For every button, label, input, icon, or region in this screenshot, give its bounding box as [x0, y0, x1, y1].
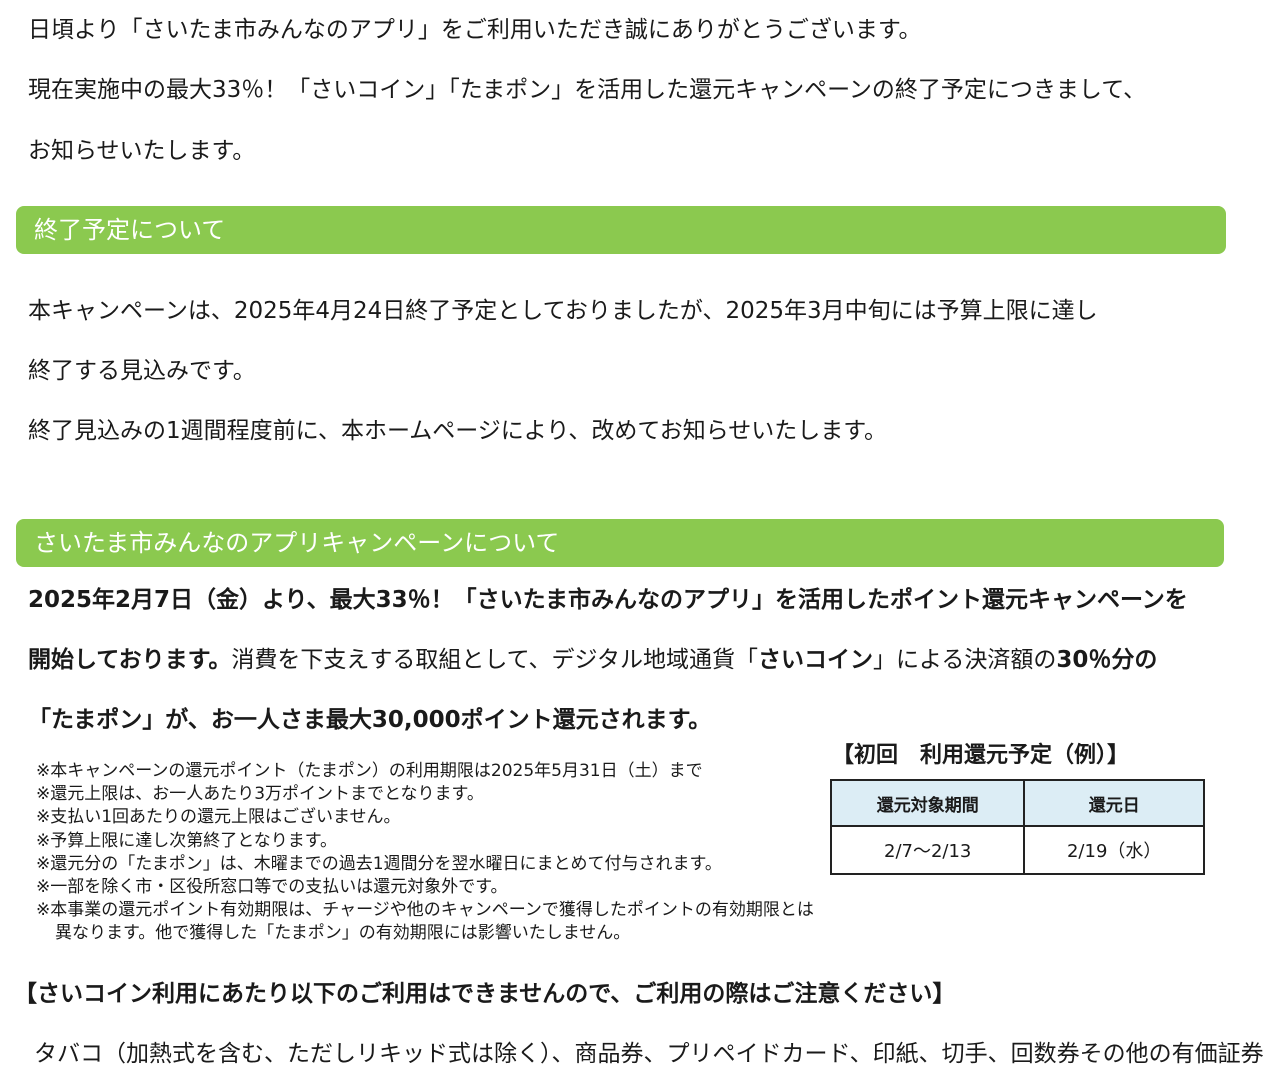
- note-item: ※本キャンペーンの還元ポイント（たまポン）の利用期限は2025年5月31日（土）…: [36, 761, 703, 781]
- campaign-line2-middle2: 」による決済額の: [873, 647, 1057, 673]
- note-item: ※予算上限に達し次第終了となります。: [36, 830, 338, 851]
- note-item: ※還元分の「たまポン」は、木曜までの過去1週間分を翌水曜日にまとめて付与されます…: [36, 853, 722, 874]
- schedule-table: 還元対象期間 還元日 2/7～2/13 2/19（水）: [829, 779, 1205, 875]
- campaign-notes: ※本キャンペーンの還元ポイント（たまポン）の利用期限は2025年5月31日（土）…: [36, 760, 814, 946]
- section-heading-campaign: さいたま市みんなのアプリキャンペーンについて: [16, 519, 1224, 567]
- intro-notice-line1: 現在実施中の最大33％！「さいコイン」「たまポン」を活用した還元キャンペーンの終…: [28, 77, 1147, 103]
- campaign-line2-middle: 消費を下支えする取組として、デジタル地域通貨「: [231, 647, 759, 673]
- cell-period: 2/7～2/13: [829, 825, 1026, 875]
- campaign-line2: 開始しております。消費を下支えする取組として、デジタル地域通貨「さいコイン」によ…: [28, 640, 1157, 674]
- table-row: 2/7～2/13 2/19（水）: [829, 825, 1205, 875]
- cell-return-date: 2/19（水）: [1023, 825, 1205, 875]
- note-item: ※本事業の還元ポイント有効期限は、チャージや他のキャンペーンで獲得したポイントの…: [36, 900, 814, 921]
- note-item: ※一部を除く市・区役所窓口等での支払いは還元対象外です。: [36, 877, 508, 898]
- restriction-title: 【さいコイン利用にあたり以下のご利用はできませんので、ご利用の際はご注意ください…: [14, 981, 956, 1007]
- note-item: ※支払い1回あたりの還元上限はございません。: [36, 807, 401, 828]
- intro-notice-line2: お知らせいたします。: [28, 138, 256, 164]
- header-return-date: 還元日: [1023, 779, 1205, 827]
- intro-greeting: 日頃より「さいたま市みんなのアプリ」をご利用いただき誠にありがとうございます。: [28, 17, 922, 43]
- note-item: 異なります。他で獲得した「たまポン」の有効期限には影響いたしません。: [55, 923, 631, 944]
- campaign-line2-coin: さいコイン: [758, 647, 874, 673]
- end-schedule-line2: 終了する見込みです。: [28, 358, 256, 384]
- campaign-line2-start: 開始しております。: [28, 647, 232, 673]
- table-header-row: 還元対象期間 還元日: [829, 779, 1205, 827]
- campaign-line2-percent: 30％分の: [1056, 647, 1158, 673]
- note-item: ※還元上限は、お一人あたり3万ポイントまでとなります。: [36, 784, 484, 805]
- restriction-items: タバコ（加熱式を含む、ただしリキッド式は除く）、商品券、プリペイドカード、印紙、…: [34, 1041, 1264, 1067]
- section-heading-end-schedule: 終了予定について: [16, 206, 1226, 254]
- campaign-line1: 2025年2月7日（金）より、最大33％！「さいたま市みんなのアプリ」を活用した…: [28, 587, 1188, 613]
- end-schedule-line1: 本キャンペーンは、2025年4月24日終了予定としておりましたが、2025年3月…: [28, 298, 1098, 324]
- header-period: 還元対象期間: [829, 779, 1026, 827]
- end-schedule-line3: 終了見込みの1週間程度前に、本ホームページにより、改めてお知らせいたします。: [28, 418, 887, 444]
- schedule-title: 【初回 利用還元予定（例）】: [832, 743, 1130, 768]
- campaign-line3: 「たまポン」が、お一人さま最大30,000ポイント還元されます。: [28, 707, 712, 733]
